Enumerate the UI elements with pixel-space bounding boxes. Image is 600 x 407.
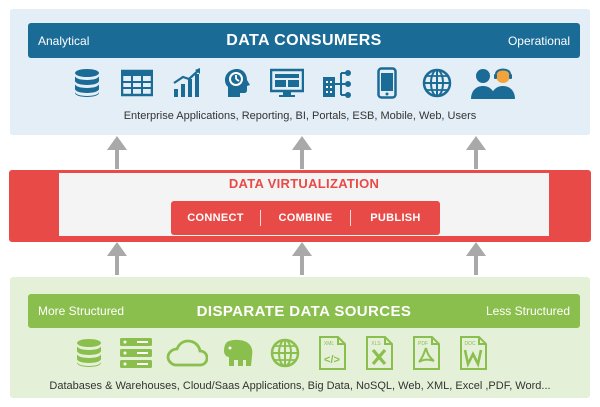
- less-structured-label: Less Structured: [485, 304, 570, 318]
- globe-icon: [420, 66, 454, 100]
- server-icon: [119, 336, 153, 370]
- growth-chart-icon: [170, 66, 204, 100]
- up-arrow-right-upper: [466, 136, 486, 169]
- xls-file-icon: XLS: [362, 336, 396, 370]
- virtualization-title: DATA VIRTUALIZATION: [228, 176, 380, 191]
- xml-file-icon: XML </>: [315, 336, 349, 370]
- step-divider: [260, 210, 261, 226]
- users-icon: [470, 66, 516, 100]
- publish-step[interactable]: PUBLISH: [370, 212, 421, 224]
- xml-file-label: XML: [324, 341, 335, 347]
- globe-icon: [268, 336, 302, 370]
- spreadsheet-icon: [120, 66, 154, 100]
- up-arrow-right-lower: [466, 242, 486, 275]
- mobile-phone-icon: [370, 66, 404, 100]
- sources-title: DISPARATE DATA SOURCES: [196, 302, 412, 320]
- pdf-file-icon: PDF: [409, 336, 443, 370]
- database-icon: [72, 336, 106, 370]
- step-divider: [350, 210, 351, 226]
- more-structured-label: More Structured: [38, 304, 125, 318]
- pdf-file-label: PDF: [418, 341, 428, 347]
- up-arrow-left-upper: [107, 136, 127, 169]
- database-icon: [70, 66, 104, 100]
- sources-header: More Structured DISPARATE DATA SOURCES L…: [28, 294, 580, 328]
- up-arrow-center-lower: [292, 242, 312, 275]
- xls-file-label: XLS: [371, 341, 381, 347]
- sources-icon-row: XML </> XLS PDF: [72, 336, 490, 370]
- virtualization-steps-bar: CONNECT COMBINE PUBLISH: [171, 201, 440, 235]
- combine-step[interactable]: COMBINE: [278, 212, 333, 224]
- cloud-icon: [166, 336, 208, 370]
- analytical-label: Analytical: [38, 33, 90, 48]
- consumers-caption: Enterprise Applications, Reporting, BI, …: [123, 110, 477, 122]
- doc-file-label: DOC: [464, 341, 476, 347]
- connect-step[interactable]: CONNECT: [187, 212, 244, 224]
- up-arrow-left-lower: [107, 242, 127, 275]
- consumers-icon-row: [70, 66, 516, 100]
- operational-label: Operational: [507, 33, 570, 48]
- up-arrow-center-upper: [292, 136, 312, 169]
- analytics-head-icon: [220, 66, 254, 100]
- hadoop-elephant-icon: [221, 336, 255, 370]
- doc-file-icon: DOC: [456, 336, 490, 370]
- org-chart-icon: [320, 66, 354, 100]
- monitor-icon: [270, 66, 304, 100]
- sources-caption: Databases & Warehouses, Cloud/Saas Appli…: [49, 380, 551, 392]
- consumers-title: DATA CONSUMERS: [226, 31, 382, 49]
- svg-text:</>: </>: [324, 354, 340, 366]
- consumers-header: Analytical DATA CONSUMERS Operational: [28, 23, 580, 58]
